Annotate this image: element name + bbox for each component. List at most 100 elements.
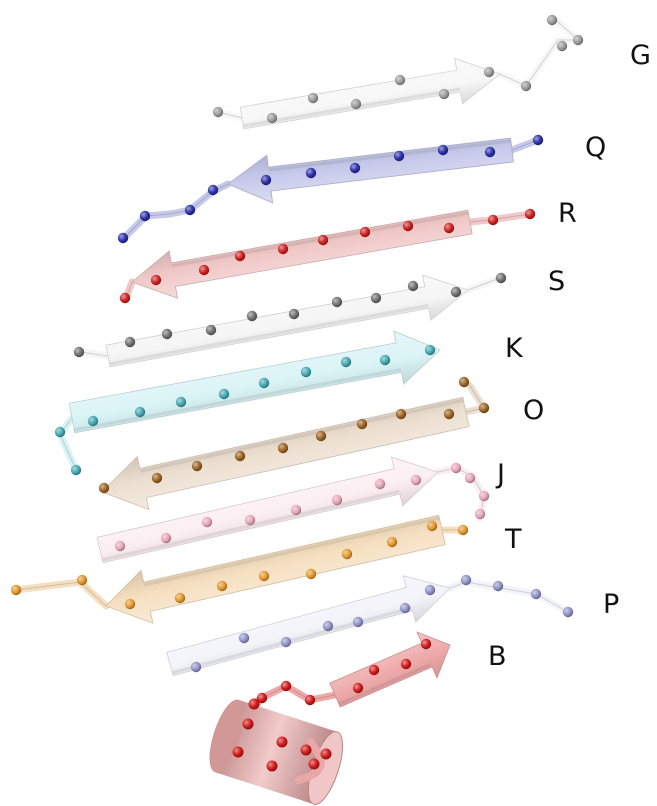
strand-q-arrow-icon bbox=[225, 126, 515, 208]
strand-q-atom bbox=[438, 145, 448, 155]
strand-t-atom bbox=[427, 521, 437, 531]
strand-q-atom bbox=[306, 168, 316, 178]
strand-g-atom bbox=[395, 75, 405, 85]
labels-layer: G Q R S K O J T P B bbox=[488, 40, 651, 672]
strand-q-atom bbox=[118, 233, 128, 243]
strand-j-atom bbox=[411, 475, 421, 485]
strand-t-atom bbox=[217, 581, 227, 591]
strand-k-atom bbox=[88, 416, 98, 426]
strand-t-atom bbox=[342, 549, 352, 559]
strand-o-atom bbox=[444, 409, 454, 419]
strand-b-ribbon bbox=[325, 622, 460, 718]
strand-t-atom bbox=[175, 593, 185, 603]
strand-g-atom bbox=[439, 89, 449, 99]
strand-g-atom bbox=[547, 15, 557, 25]
strand-j-atom bbox=[465, 473, 475, 483]
strand-o-atom bbox=[316, 431, 326, 441]
strand-t-atom bbox=[458, 525, 468, 535]
helix-atom bbox=[233, 747, 244, 758]
strand-j-atom bbox=[115, 541, 125, 551]
strand-label-o: O bbox=[523, 395, 544, 426]
strand-label-g: G bbox=[630, 40, 651, 71]
strand-p-atom bbox=[461, 575, 471, 585]
strand-s-atom bbox=[371, 293, 381, 303]
strand-r-atom bbox=[235, 251, 245, 261]
strand-g-arrow-icon bbox=[238, 51, 504, 140]
strand-o-atom bbox=[99, 483, 109, 493]
strand-j-atom bbox=[161, 533, 171, 543]
strand-j-atom bbox=[291, 505, 301, 515]
strand-b-atom bbox=[401, 659, 411, 669]
strand-r-atom bbox=[444, 223, 454, 233]
strand-label-s: S bbox=[548, 266, 565, 297]
strand-s-atom bbox=[162, 329, 172, 339]
helix-atom bbox=[267, 761, 278, 772]
strand-s-atom bbox=[451, 287, 461, 297]
strand-k-atom bbox=[341, 357, 351, 367]
strand-s-loop-edge bbox=[468, 278, 500, 290]
strand-k-atom bbox=[219, 389, 229, 399]
strand-s-atom bbox=[74, 347, 84, 357]
strand-k-atom bbox=[55, 427, 65, 437]
strand-label-p: P bbox=[603, 589, 619, 620]
strand-q-ribbon bbox=[225, 126, 515, 208]
strand-s-atom bbox=[247, 311, 257, 321]
strand-s-atom bbox=[332, 297, 342, 307]
strand-q-atom bbox=[185, 205, 195, 215]
strand-p-atom bbox=[531, 589, 541, 599]
strand-g-atom bbox=[267, 113, 277, 123]
strand-label-r: R bbox=[558, 198, 577, 229]
strand-g-atom bbox=[308, 93, 318, 103]
strand-p-atom bbox=[563, 607, 573, 617]
strand-q-atom bbox=[208, 185, 218, 195]
strand-r-atom bbox=[360, 227, 370, 237]
strand-t-atom bbox=[259, 571, 269, 581]
helix-atom bbox=[243, 719, 254, 730]
strand-s-atom bbox=[496, 273, 506, 283]
strand-q-atom bbox=[261, 175, 271, 185]
strand-g-atom bbox=[557, 41, 567, 51]
strand-t-atom bbox=[306, 569, 316, 579]
strand-j-atom bbox=[375, 479, 385, 489]
strand-p-atom bbox=[191, 662, 201, 672]
strand-j-atom bbox=[475, 509, 485, 519]
strand-b-atom bbox=[281, 681, 291, 691]
strand-p-atom bbox=[281, 637, 291, 647]
helix-atom bbox=[249, 699, 260, 710]
strand-q-atom bbox=[394, 151, 404, 161]
strand-j-atom bbox=[245, 515, 255, 525]
strand-q-atom bbox=[485, 147, 495, 157]
strand-k-atom bbox=[135, 407, 145, 417]
helix-atom bbox=[301, 745, 312, 756]
strand-label-b: B bbox=[488, 641, 507, 672]
strand-s-atom bbox=[206, 325, 216, 335]
strand-g-atom bbox=[521, 81, 531, 91]
strand-k-atom bbox=[380, 355, 390, 365]
strand-b-atom bbox=[353, 683, 363, 693]
strand-o-atom bbox=[479, 403, 489, 413]
strand-b-atom bbox=[305, 695, 315, 705]
strand-r-atom bbox=[318, 235, 328, 245]
strand-o-atom bbox=[459, 377, 469, 387]
strand-p-atom bbox=[493, 581, 503, 591]
strand-s-atom bbox=[125, 337, 135, 347]
strand-g-atom bbox=[573, 35, 583, 45]
strand-j-atom bbox=[202, 517, 212, 527]
strand-o-atom bbox=[396, 409, 406, 419]
strand-g-ribbon bbox=[238, 51, 504, 140]
strand-r-atom bbox=[151, 275, 161, 285]
strand-r-atom bbox=[403, 221, 413, 231]
strand-t-atom bbox=[77, 575, 87, 585]
strand-q-atom bbox=[140, 211, 150, 221]
helix-atom bbox=[321, 749, 332, 760]
strand-o-atom bbox=[235, 451, 245, 461]
strand-r-atom bbox=[120, 293, 130, 303]
strand-g-atom bbox=[484, 67, 494, 77]
strand-p-loop bbox=[450, 582, 568, 612]
strand-p-atom bbox=[425, 585, 435, 595]
strand-k-atom bbox=[425, 345, 435, 355]
strand-b-arrow-icon bbox=[325, 622, 460, 718]
strand-q-atom bbox=[533, 135, 543, 145]
strand-p-atom bbox=[353, 617, 363, 627]
strand-j-atom bbox=[451, 463, 461, 473]
